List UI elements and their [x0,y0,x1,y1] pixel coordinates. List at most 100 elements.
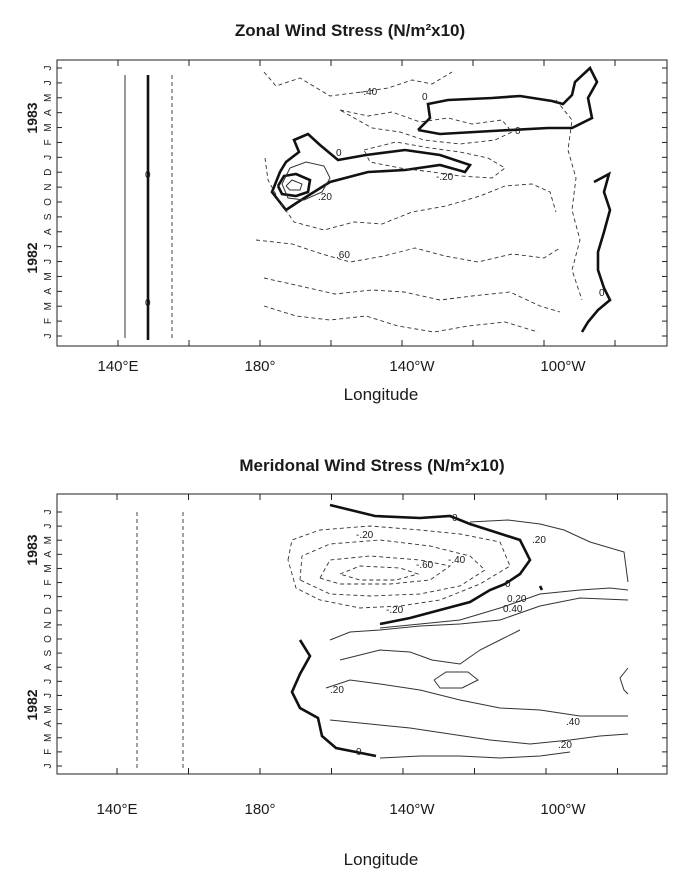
month-label: F [43,749,54,755]
contour-line [363,141,506,179]
month-label: A [43,109,54,116]
contour-line [281,161,331,201]
contour-line [580,171,612,333]
contour-line [263,277,561,313]
chart-title: Meridonal Wind Stress (N/m²x10) [239,456,504,475]
contour-line [255,239,561,263]
contour-line [319,555,452,585]
month-label: O [43,198,54,206]
contour-label: 0 [599,288,605,299]
contour-label: -.40 [360,87,378,98]
contour-labels: -.40 0 0 .20 0 -.20 .60 0 0 0 [145,87,605,309]
contour-line [287,525,511,609]
contour-label: .20 [330,685,344,696]
contour-label: 0 [145,170,151,181]
contour-line [379,587,629,629]
month-label: M [43,272,54,280]
contour-label: 0 [505,579,511,590]
month-label: M [43,564,54,572]
contour-line [538,585,544,591]
contour-label: 0 [515,126,521,137]
x-tick-label: 140°W [389,358,435,375]
month-label: J [43,693,54,698]
chart-title: Zonal Wind Stress (N/m²x10) [235,21,465,40]
month-label: M [43,302,54,310]
contour-label: .20 [558,740,572,751]
contour-label: -.20 [356,530,374,541]
x-tick-label: 100°W [540,801,586,818]
contour-lines [136,503,629,768]
month-label: J [43,524,54,529]
contour-line [264,157,557,231]
contour-line [555,99,583,301]
contour-line [339,109,513,145]
contour-label: 0.20 [507,594,527,605]
contour-line [263,305,539,333]
month-label: J [43,594,54,599]
month-label: J [43,764,54,769]
month-label: A [43,551,54,558]
year-label: 1983 [24,534,40,565]
contour-line [285,179,303,191]
plot-frame [56,493,668,775]
meridional-chart: Meridonal Wind Stress (N/m²x10) 140°E 180… [24,456,668,869]
contour-line [329,719,629,745]
contour-label: .20 [532,535,546,546]
month-label: J [43,510,54,515]
x-tick-label: 100°W [540,358,586,375]
contour-lines [124,65,612,340]
contour-line [619,667,629,695]
month-label: F [43,139,54,145]
month-label: J [43,259,54,264]
contour-line [469,519,629,583]
month-label: M [43,123,54,131]
month-label: N [43,621,54,628]
contour-line [379,751,571,759]
contour-line [433,671,479,689]
contour-line [329,597,629,641]
x-axis-label: Longitude [344,385,419,404]
month-label: J [43,155,54,160]
contour-line [263,71,453,97]
contour-line [290,639,377,758]
contour-label: 0 [145,298,151,309]
plot-frame [56,59,668,347]
contour-line [299,539,486,597]
month-label: F [43,318,54,324]
contour-label: 0 [422,92,428,103]
contour-line [270,132,473,212]
month-label: A [43,664,54,671]
month-label: N [43,183,54,190]
month-label: S [43,213,54,220]
month-label: J [43,679,54,684]
month-label: M [43,94,54,102]
month-label: J [43,80,54,85]
month-label: A [43,720,54,727]
contour-labels: 0 .20 -.20 -.60 -.40 0 0.20 -.20 0.40 .2… [330,513,580,758]
month-label: J [43,334,54,339]
contour-label: .40 [566,717,580,728]
x-tick-label: 180° [244,801,275,818]
year-label: 1982 [24,689,40,720]
month-label: M [43,734,54,742]
contour-line [339,565,420,581]
contour-label: 0 [356,747,362,758]
month-label: F [43,580,54,586]
month-label: A [43,288,54,295]
month-label: O [43,635,54,643]
year-label: 1982 [24,242,40,273]
contour-line [339,629,521,665]
contour-label: 0.40 [503,604,523,615]
x-tick-label: 140°E [96,801,137,818]
month-label: M [43,536,54,544]
contour-label: .60 [336,250,350,261]
contour-label: 0 [452,513,458,524]
month-label: J [43,66,54,71]
month-label: A [43,228,54,235]
contour-label: 0 [336,148,342,159]
